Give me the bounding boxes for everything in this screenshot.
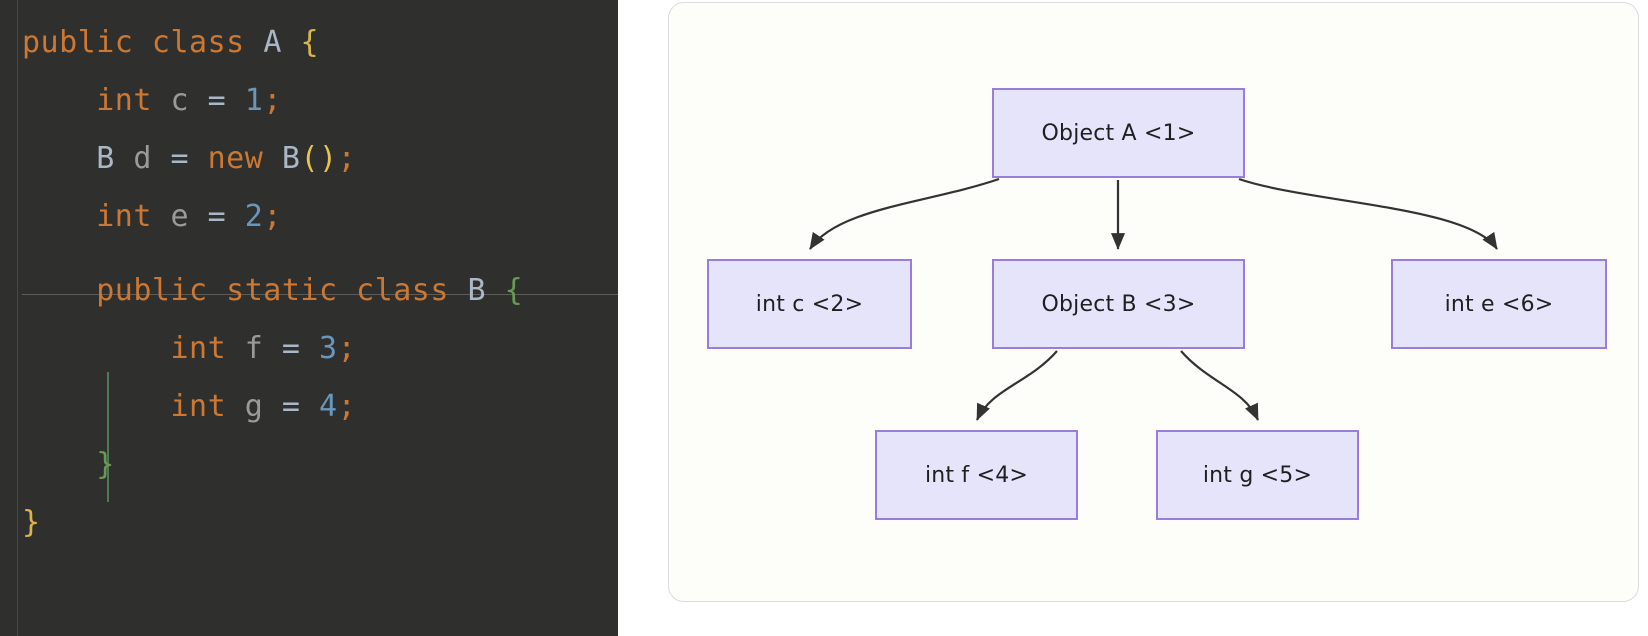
code-token: B <box>281 141 301 176</box>
diagram-node-object-a[interactable]: Object A <1> <box>992 88 1245 178</box>
code-token: 3 <box>319 331 338 366</box>
edge-a-to-e <box>1238 177 1498 250</box>
code-token: = <box>207 83 245 118</box>
code-token: int <box>22 389 245 424</box>
code-token: = <box>207 199 245 234</box>
code-token: ; <box>263 199 282 234</box>
edge-a-to-c <box>809 177 1000 250</box>
code-content[interactable]: public class A { int c = 1; B d = new B(… <box>22 14 618 552</box>
edge-b-to-g <box>1180 350 1260 421</box>
code-token: new <box>207 141 282 176</box>
code-token: int <box>22 83 171 118</box>
diagram-node-int-f[interactable]: int f <4> <box>875 430 1078 520</box>
code-line[interactable]: int c = 1; <box>22 72 618 130</box>
indent-guide-line <box>107 372 109 502</box>
code-line[interactable]: public static class B { <box>22 262 618 320</box>
code-token: B <box>467 273 505 308</box>
code-token: 1 <box>244 83 264 118</box>
code-editor-panel[interactable]: public class A { int c = 1; B d = new B(… <box>0 0 618 636</box>
code-token: int <box>22 199 171 234</box>
diagram-card: Object A <1> int c <2> Object B <3> int … <box>668 2 1639 602</box>
code-token: d <box>133 141 171 176</box>
diagram-node-int-e[interactable]: int e <6> <box>1391 259 1607 349</box>
code-line[interactable]: } <box>22 494 618 552</box>
code-token: A <box>263 25 301 60</box>
code-line[interactable]: int g = 4; <box>22 378 618 436</box>
diagram-node-int-c[interactable]: int c <2> <box>707 259 912 349</box>
code-token: f <box>244 331 282 366</box>
code-token: public class <box>22 25 264 60</box>
code-token: () <box>300 141 338 176</box>
code-token: B <box>22 141 134 176</box>
code-token: = <box>281 331 319 366</box>
editor-gutter-divider <box>17 0 18 636</box>
code-token: ; <box>337 141 357 176</box>
code-line[interactable]: int f = 3; <box>22 320 618 378</box>
code-line[interactable]: public class A { <box>22 14 618 72</box>
edge-b-to-f <box>975 350 1058 421</box>
code-line-gap <box>22 246 618 262</box>
code-token: 4 <box>319 389 338 424</box>
code-line[interactable]: int e = 2; <box>22 188 618 246</box>
code-token: } <box>22 505 41 540</box>
code-token: e <box>170 199 208 234</box>
code-token: ; <box>263 83 282 118</box>
code-token: c <box>170 83 208 118</box>
code-section-separator <box>22 294 618 295</box>
code-token: { <box>300 25 319 60</box>
diagram-node-int-g[interactable]: int g <5> <box>1156 430 1359 520</box>
code-token: public static class <box>22 273 468 308</box>
code-token: g <box>244 389 282 424</box>
code-token: = <box>170 141 208 176</box>
diagram-node-object-b[interactable]: Object B <3> <box>992 259 1245 349</box>
code-token: ; <box>337 389 357 424</box>
code-line[interactable]: B d = new B(); <box>22 130 618 188</box>
code-token: ; <box>337 331 357 366</box>
code-token: int <box>22 331 245 366</box>
code-token: = <box>281 389 319 424</box>
code-token: { <box>504 273 524 308</box>
code-token: 2 <box>244 199 264 234</box>
code-line[interactable]: } <box>22 436 618 494</box>
code-token: } <box>22 447 115 482</box>
diagram-edges <box>809 177 1498 421</box>
